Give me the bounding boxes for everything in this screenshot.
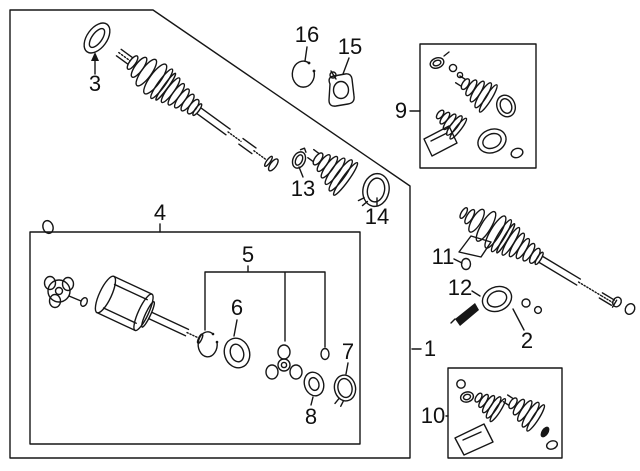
callout-9: 9 — [394, 98, 408, 123]
grease-cap — [83, 22, 111, 54]
callout-7: 7 — [341, 339, 355, 364]
callout-3: 3 — [88, 71, 102, 96]
inner-boot — [307, 148, 359, 196]
spacer-washer — [303, 371, 325, 397]
small-oring — [42, 219, 54, 235]
damper-bracket-15 — [328, 70, 355, 107]
boot-clamp-13 — [291, 147, 307, 169]
callout-8: 8 — [304, 404, 318, 429]
callout-14: 14 — [364, 204, 390, 229]
tripod-spider — [265, 344, 303, 380]
fin-tab — [458, 235, 492, 258]
boot-clamp-12 — [481, 285, 513, 313]
callout-4: 4 — [153, 200, 167, 225]
axle-assembly-2 — [450, 207, 636, 326]
grease-packet — [454, 423, 494, 456]
callout-2: 2 — [520, 328, 534, 353]
callout-1: 1 — [423, 336, 437, 361]
tripod-housing — [43, 275, 89, 309]
front-axle-assembly — [83, 22, 279, 172]
callout-10: 10 — [420, 403, 446, 428]
callout-11: 11 — [431, 244, 455, 269]
inner-joint-kit — [42, 219, 357, 407]
boot-clamp-7 — [333, 374, 357, 407]
leader-lines — [91, 46, 525, 417]
outer-boot-kit-9 — [423, 51, 524, 159]
boot-kit-10 — [454, 379, 559, 456]
inset-box-9 — [419, 43, 537, 169]
callout-6: 6 — [230, 295, 244, 320]
boot-clamp-14 — [357, 172, 390, 208]
snap-ring-16 — [291, 60, 316, 88]
snap-ring-11 — [460, 257, 472, 271]
axle-shaft — [115, 48, 279, 172]
inner-joint-housing — [94, 275, 204, 344]
callout-15: 15 — [337, 34, 363, 59]
grease-packet — [423, 125, 458, 157]
callout-13: 13 — [290, 176, 316, 201]
callout-12: 12 — [447, 275, 473, 300]
inset-box-4 — [29, 231, 361, 445]
snap-ring-inner — [197, 331, 219, 358]
main-outline — [9, 9, 411, 459]
grease-tube — [455, 303, 479, 326]
small-clip — [320, 347, 330, 361]
callout-16: 16 — [294, 22, 320, 47]
inset-box-10 — [447, 367, 563, 459]
bearing-ring — [223, 337, 251, 369]
callout-5: 5 — [241, 242, 255, 267]
